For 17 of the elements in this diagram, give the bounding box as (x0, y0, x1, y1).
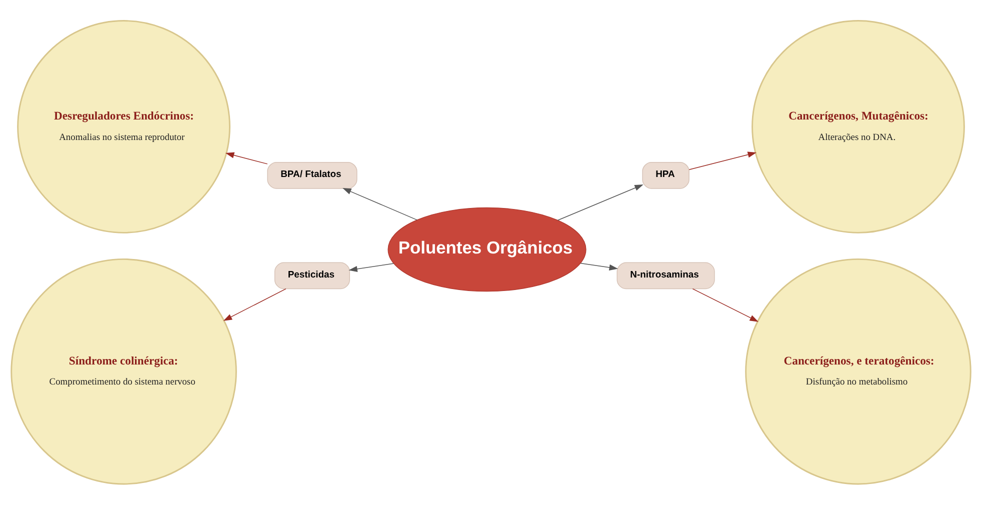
node-circle: Cancerígenos, e teratogênicos: Disfunção no metabolismo (745, 258, 972, 485)
arrow (688, 152, 756, 170)
arrow (580, 262, 618, 270)
node-ellipse: Poluentes Orgânicos (388, 207, 586, 292)
node-box: BPA/ Ftalatos (267, 162, 358, 189)
node-circle: Síndrome colinérgica: Comprometimento do sistema nervoso (10, 258, 237, 485)
node-circle: Desreguladores Endócrinos: Anomalias no sistema reprodutor (17, 20, 230, 234)
arrow (348, 263, 394, 272)
arrow (225, 152, 268, 164)
node-circle: Cancerígenos, Mutagênicos: Alterações no DNA. (752, 20, 965, 234)
arrow (557, 184, 644, 221)
arrow (223, 288, 286, 321)
node-box: HPA (642, 162, 690, 189)
arrow (342, 188, 418, 220)
node-box: Pesticidas (274, 262, 350, 290)
node-box: N-nitrosaminas (616, 262, 715, 290)
arrow (692, 288, 758, 322)
